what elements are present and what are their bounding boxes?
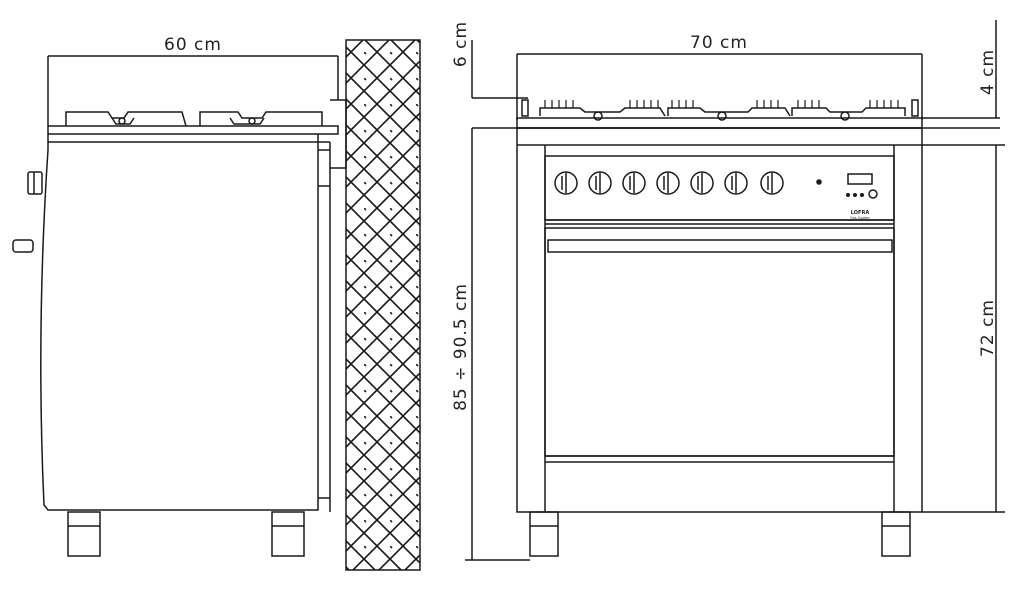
timer-buttons [846, 193, 864, 197]
side-foot-back [271, 511, 305, 557]
top-gap-label: 6 cm [451, 21, 471, 67]
side-door-handle [12, 239, 34, 253]
knob [554, 171, 578, 195]
side-hob-plate [47, 125, 339, 135]
timer-knob [868, 189, 878, 199]
oven-door-handle [547, 239, 893, 253]
control-panel [544, 155, 895, 221]
knob [724, 171, 748, 195]
wall-hatch [345, 39, 421, 571]
side-foot-front [67, 511, 101, 557]
side-knob [27, 171, 43, 195]
side-pan-supports [65, 111, 323, 127]
knob [656, 171, 680, 195]
brand-name: LOFRA [851, 210, 870, 216]
side-width-label: 60 cm [164, 35, 222, 55]
total-height-label: 85 ÷ 90.5 cm [451, 283, 471, 411]
knob [588, 171, 612, 195]
indicator-light [816, 179, 822, 185]
oven-door [544, 227, 895, 457]
hob-height-label: 4 cm [978, 49, 998, 95]
body-height-label: 72 cm [978, 299, 998, 357]
knob [622, 171, 646, 195]
front-pan-supports [521, 99, 919, 121]
timer-display [847, 173, 873, 185]
front-foot-right [881, 511, 911, 557]
knob-row [554, 171, 784, 195]
side-view [12, 55, 347, 557]
front-width-label: 70 cm [690, 33, 748, 53]
knob [760, 171, 784, 195]
front-foot-left [529, 511, 559, 557]
front-body-outline [516, 127, 923, 513]
side-body-outline [40, 134, 319, 511]
front-view [465, 20, 1005, 561]
brand-subtitle: Gas Cooker [850, 216, 871, 220]
knob [690, 171, 714, 195]
